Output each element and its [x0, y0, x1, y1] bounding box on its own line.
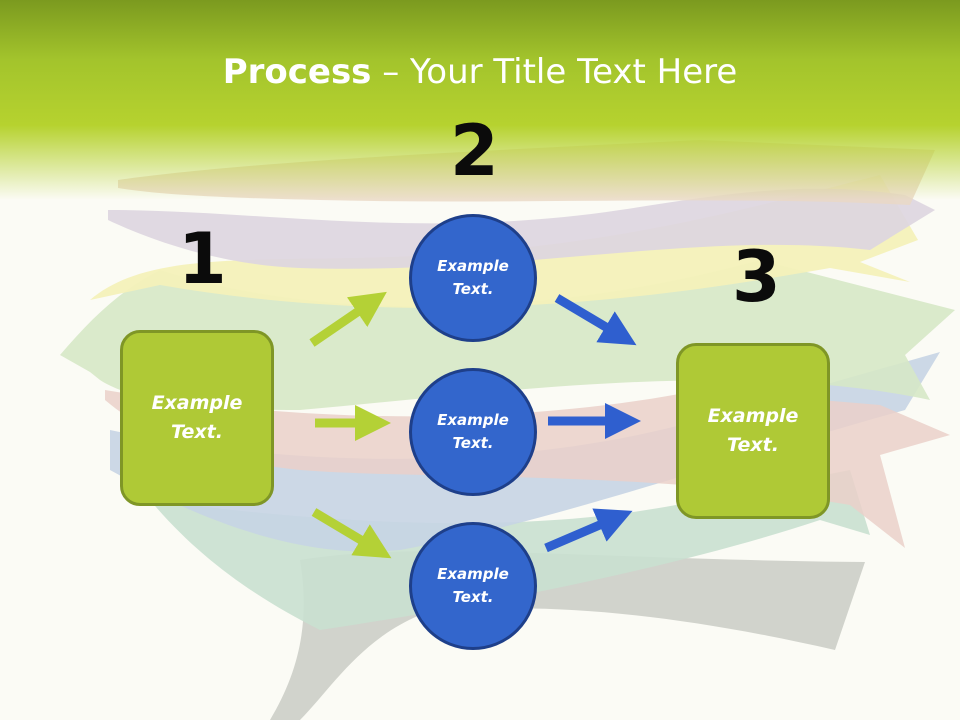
step-number-3: 3: [732, 236, 781, 318]
step-number-1: 1: [178, 218, 227, 300]
arrow-top-to-end: [554, 294, 637, 346]
circle-bottom-label: Example Text.: [437, 565, 509, 606]
slide-title: Process – Your Title Text Here: [0, 52, 960, 92]
step-number-2: 2: [450, 110, 499, 192]
end-box-label: Example Text.: [707, 405, 799, 456]
circle-middle-label: Example Text.: [437, 411, 509, 452]
end-box: Example Text.: [676, 343, 830, 519]
circle-top-label: Example Text.: [437, 257, 509, 298]
arrow-start-to-top: [309, 291, 387, 347]
title-rest: – Your Title Text Here: [371, 52, 738, 92]
header-band: [0, 0, 960, 200]
circle-bottom: Example Text.: [409, 522, 537, 650]
circle-top: Example Text.: [409, 214, 537, 342]
start-box-label: Example Text.: [151, 392, 243, 443]
title-bold: Process: [222, 52, 372, 92]
circle-middle: Example Text.: [409, 368, 537, 496]
arrow-start-to-bottom: [311, 508, 392, 559]
arrow-bottom-to-end: [544, 508, 633, 553]
start-box: Example Text.: [120, 330, 274, 506]
